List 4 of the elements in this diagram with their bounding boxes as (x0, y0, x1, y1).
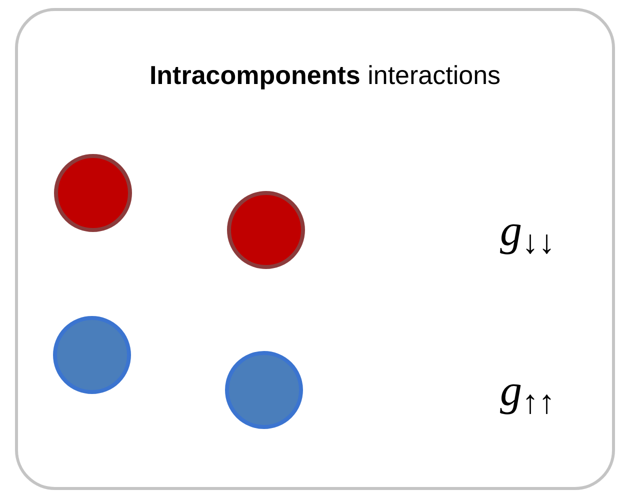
coupling-symbol: g$_{↑↑}$ (500, 365, 555, 417)
coupling-symbol: g$_{↓↓}$ (500, 205, 555, 257)
rounded-panel (15, 8, 615, 490)
panel-title: Intracomponents interactions (148, 59, 502, 91)
